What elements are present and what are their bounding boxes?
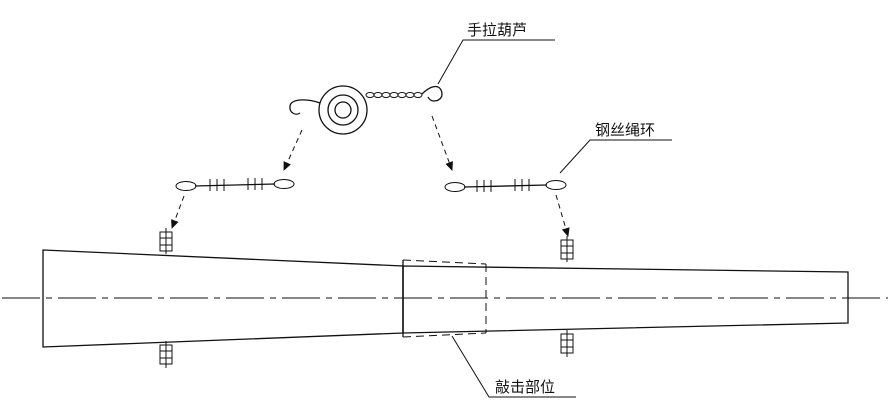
arrow-hoist-to-right-rope	[431, 115, 453, 171]
leader-wire-loop	[559, 139, 672, 174]
left-clamp-bottom	[159, 341, 173, 368]
label-wire-loop: 钢丝绳环	[595, 121, 655, 139]
strike-section	[402, 259, 487, 338]
leader-strike	[451, 335, 576, 398]
chain-hoist	[289, 85, 443, 135]
label-hoist: 手拉葫芦	[467, 21, 527, 39]
right-clamp-bottom	[560, 330, 574, 357]
left-clamp-top	[159, 228, 173, 254]
hoist-chain	[365, 92, 423, 98]
arrow-right-rope-to-clamp	[555, 194, 570, 237]
arrow-hoist-to-left-rope	[283, 129, 303, 171]
right-shaft	[402, 265, 849, 334]
right-clamp-top	[560, 236, 574, 262]
label-strike-position: 敲击部位	[495, 378, 555, 396]
leader-hoist	[437, 39, 555, 85]
arrow-left-rope-to-clamp	[171, 195, 185, 229]
right-wire-rope	[444, 179, 567, 192]
left-wire-rope	[175, 178, 295, 191]
